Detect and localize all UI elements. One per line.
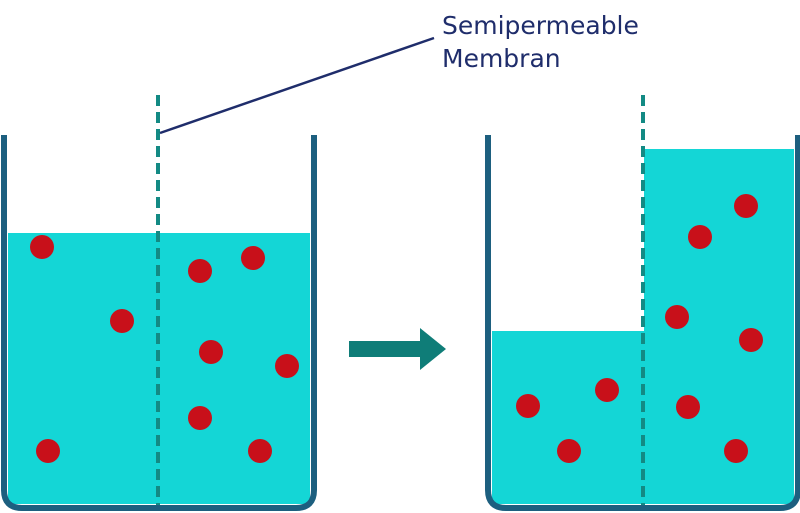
particle [275, 354, 299, 378]
particle [676, 395, 700, 419]
particle [36, 439, 60, 463]
beaker-after [485, 95, 800, 511]
particle [557, 439, 581, 463]
particle [724, 439, 748, 463]
beaker-wall [1, 135, 317, 511]
particle [248, 439, 272, 463]
beaker-before [1, 95, 317, 511]
water-left-after [492, 331, 644, 504]
particle [188, 406, 212, 430]
beaker-wall [485, 135, 800, 511]
particle [739, 328, 763, 352]
particle [595, 378, 619, 402]
arrow-right-icon [349, 328, 446, 370]
particle [241, 246, 265, 270]
particle [188, 259, 212, 283]
particle [199, 340, 223, 364]
water-right-after [644, 149, 794, 504]
particle [110, 309, 134, 333]
particle [734, 194, 758, 218]
membrane-label-line2: Membran [442, 44, 561, 73]
membrane-label-line1: Semipermeable [442, 11, 639, 40]
particle [30, 235, 54, 259]
particle [688, 225, 712, 249]
label-leader-line [159, 36, 435, 135]
particle [516, 394, 540, 418]
particle [665, 305, 689, 329]
water-left-before [8, 233, 158, 504]
